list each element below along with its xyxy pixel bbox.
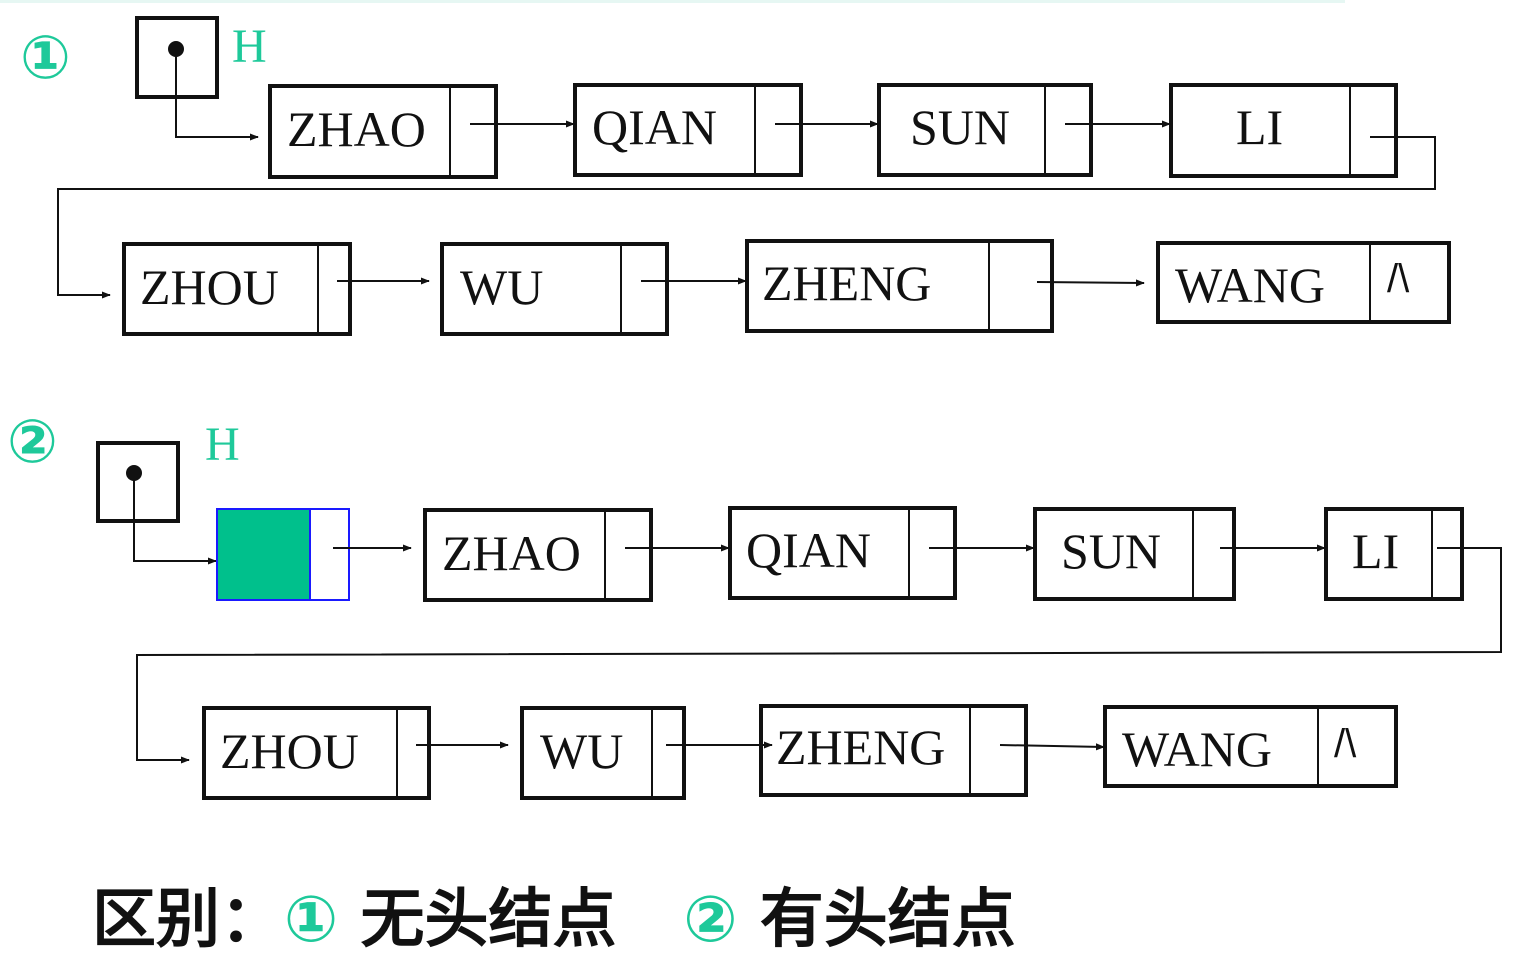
- diagram2-node-label: QIAN: [746, 522, 871, 578]
- diagram2-node: ZHAO: [423, 508, 653, 602]
- diagram1-node: ZHAO: [268, 84, 498, 179]
- diagram1-node-label: SUN: [910, 99, 1010, 155]
- diagram2-node: SUN: [1033, 507, 1236, 601]
- diagram2-node: LI: [1324, 507, 1464, 601]
- diagram2-node-label: WU: [540, 723, 623, 779]
- diagram2-wrap-arrow: [136, 547, 1502, 764]
- diagram2-node-label: LI: [1352, 523, 1399, 579]
- diagram2-node-label: SUN: [1061, 523, 1161, 579]
- diagram2-header-node: [216, 508, 350, 601]
- diagram2-node-label: ZHENG: [776, 719, 945, 775]
- caption-text2: 有头结点: [759, 883, 1016, 957]
- diagram2-head-pointer: [96, 441, 217, 565]
- diagram2-marker: ②: [7, 407, 58, 477]
- difference-caption: 区别：① 无头结点 ② 有头结点: [92, 868, 1016, 960]
- diagram2-node-label: ZHOU: [220, 723, 359, 779]
- diagram1-node-label: QIAN: [592, 99, 717, 155]
- diagram2-node: WU: [520, 706, 686, 800]
- diagram2-node: QIAN: [728, 506, 957, 600]
- diagram1-node: ZHOU: [122, 242, 352, 336]
- diagram1-node: ZHENG: [745, 239, 1054, 333]
- diagram1-head-label: H: [232, 20, 267, 73]
- diagram1-head-pointer: [135, 16, 259, 141]
- diagram1-node-label: WANG: [1175, 257, 1325, 313]
- diagram1-wrap-arrow: [57, 136, 1436, 299]
- diagram1-node-label: ZHENG: [762, 255, 931, 311]
- diagram2-link-arrow: [999, 743, 1105, 751]
- caption-num2: ②: [683, 883, 738, 957]
- caption-num1: ①: [284, 883, 339, 957]
- diagram2-node-label: ZHAO: [442, 525, 581, 581]
- diagram1-null-pointer: /\: [1387, 257, 1410, 301]
- top-divider: [0, 0, 1345, 3]
- diagram2-node: ZHOU: [202, 706, 431, 800]
- diagram1-node: SUN: [877, 83, 1093, 177]
- diagram1-node-label: WU: [460, 259, 543, 315]
- caption-text1: 无头结点: [360, 883, 617, 957]
- diagram2-node: WANG /\: [1103, 705, 1398, 788]
- diagram1-node: WANG /\: [1156, 241, 1451, 324]
- diagram1-node: WU: [440, 242, 669, 336]
- diagram1-node-label: LI: [1236, 99, 1283, 155]
- diagram1-node-label: ZHAO: [287, 101, 426, 157]
- diagram1-node-label: ZHOU: [140, 259, 279, 315]
- diagram1-node: LI: [1169, 83, 1398, 178]
- diagram2-null-pointer: /\: [1334, 722, 1357, 766]
- diagram2-node-label: WANG: [1122, 721, 1272, 777]
- diagram1-node: QIAN: [573, 83, 803, 177]
- diagram1-marker: ①: [20, 23, 71, 93]
- diagram2-node: ZHENG: [759, 704, 1028, 797]
- diagram1-link-arrow: [1036, 279, 1145, 287]
- caption-prefix: 区别：: [92, 883, 284, 957]
- diagram2-head-label: H: [205, 418, 240, 471]
